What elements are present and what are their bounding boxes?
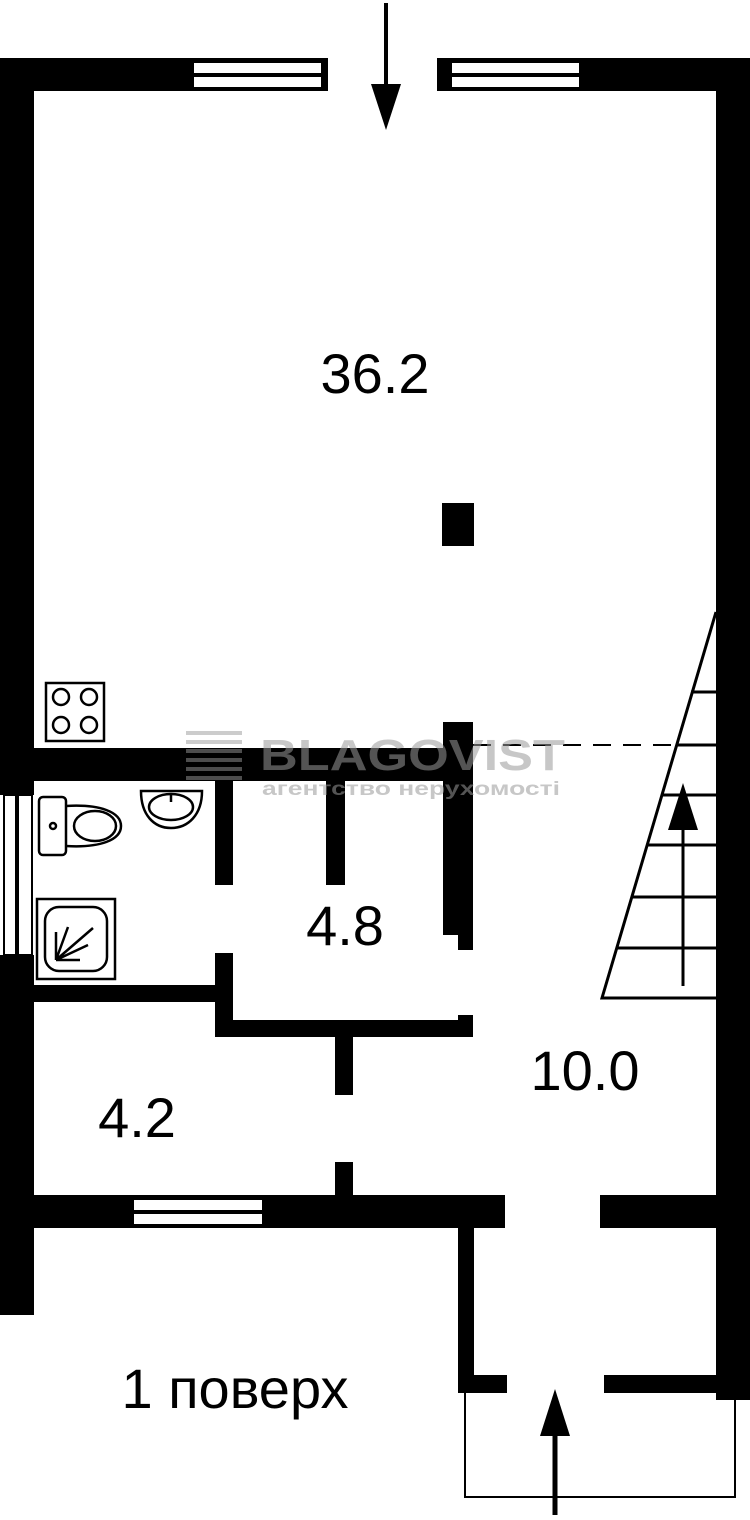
stairs [473,611,718,1000]
storage-wall-upper [335,1037,353,1095]
window-top-right [450,61,581,89]
partition-vertical [443,722,473,935]
entrance-arrow-icon [371,3,401,130]
room-area-corridor: 4.8 [306,894,384,957]
floor-label: 1 поверх [122,1357,349,1420]
room-area-hall: 10.0 [531,1039,640,1102]
corridor-wall [215,1020,473,1037]
watermark-logo [186,731,242,780]
corridor-wall-end [458,1015,473,1037]
entrance-arrow-icon [540,1389,570,1515]
window-bottom [132,1198,264,1226]
watermark-tagline: агентство нерухомості [262,779,560,800]
vestibule-left-wall [458,1228,474,1393]
sink-icon [139,789,204,830]
stair-arrow-icon [668,783,698,986]
left-wall-lower [0,955,34,1315]
left-wall-upper [0,58,34,795]
column [442,503,474,546]
partition-stub [458,930,473,950]
window-left [3,794,33,956]
corridor-stub [326,780,345,885]
bottom-wall-right [600,1195,716,1228]
bath-wall-upper [215,780,233,885]
watermark-brand: BLAGOVIST [260,731,565,780]
bottom-wall-left [34,1195,505,1228]
room-area-storage: 4.2 [98,1086,176,1149]
kitchen-wall [34,748,473,781]
vestibule-stub-left [458,1375,507,1393]
porch-outline [464,1393,736,1498]
windows [3,61,581,1226]
room-area-living: 36.2 [321,342,430,405]
shower-icon [35,897,117,981]
watermark: BLAGOVIST агентство нерухомості [186,731,565,800]
right-wall [716,58,750,1400]
window-top-left [192,61,323,89]
walls [0,58,750,1400]
vestibule-stub-right [604,1375,716,1393]
stove-icon [44,681,106,743]
toilet-icon [37,795,123,857]
storage-wall-lower [335,1162,353,1197]
bath-bottom-wall [34,985,233,1002]
